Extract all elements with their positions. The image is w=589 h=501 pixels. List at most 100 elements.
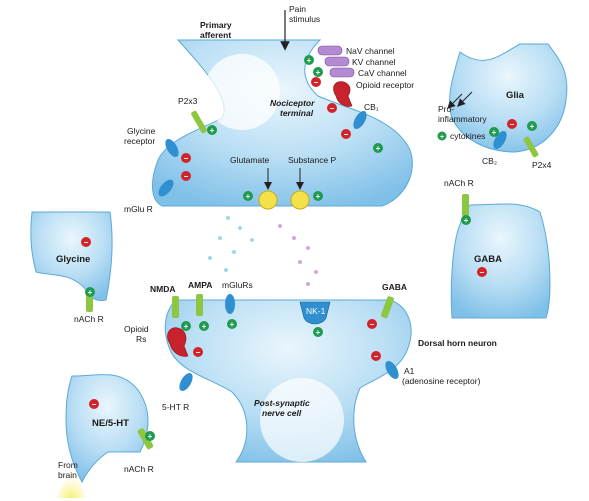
peptide-dot [314,270,318,274]
cytokine-legend-plus: + [437,131,447,141]
pro-inflammatory-label-line3: cytokines [450,131,485,141]
cb1-label: CB₁ [364,102,379,112]
plus-marker: + [207,125,217,135]
plus-marker: + [313,67,323,77]
nach-receptor-gaba [462,194,469,216]
primary-afferent-label-line2: afferent [200,30,231,40]
opioid-receptor-top [333,81,353,107]
minus-marker: − [81,237,91,247]
nach-r-gaba-label: nACh R [444,178,474,188]
minus-marker: − [371,351,381,361]
minus-marker: − [341,129,351,139]
transmitter-dot [232,250,236,254]
dorsal-horn-neuron-label: Dorsal horn neuron [418,338,497,348]
adenosine-receptor-label: (adenosine receptor) [402,376,481,386]
gaba-cell-label: GABA [474,254,502,265]
nk1-label: NK-1 [306,306,326,316]
plus-sign: + [316,192,321,201]
nav-channel-label: NaV channel [346,46,395,56]
plus-sign: + [184,322,189,331]
cav-channel-label: CaV channel [358,68,407,78]
cav-channel [329,67,355,78]
afferent-inner-hole [204,54,280,130]
plus-marker: + [199,321,209,331]
peptide-dot [298,260,302,264]
minus-marker: − [477,267,487,277]
arrows-layer [264,10,473,190]
a1-label: A1 [404,366,415,376]
peptide-dot [306,246,310,250]
post-synaptic-label-line2: nerve cell [262,408,302,418]
plus-marker: + [145,431,155,441]
plus-sign: + [307,56,312,65]
post-synaptic-label-line1: Post-synaptic [254,398,310,408]
nach-r-ne-label: nACh R [124,464,154,474]
glutamate-vesicle [258,190,278,210]
substance-p-vesicle [290,190,310,210]
ampa-receptor [196,294,203,316]
nociceptor-terminal-label-line1: Nociceptor [270,98,315,108]
cb2-receptor [493,130,507,150]
cytokine-arrow-1 [447,93,463,109]
transmitter-dot [238,226,242,230]
glycine-receptor-top [165,138,179,158]
cells-layer [30,39,568,484]
transmitter-dot [224,268,228,272]
glycine-cell-label: Glycine [56,254,90,265]
vesicles [208,190,318,286]
glycine-receptor-label-line1: Glycine [127,126,156,136]
plus-marker: + [85,287,95,297]
peptide-dot [292,236,296,240]
ne-5ht-label: NE/5-HT [92,418,129,429]
minus-marker: − [507,119,517,129]
plus-sign: + [148,432,153,441]
p2x4-receptor [523,136,539,158]
minus-sign: − [196,348,201,357]
plus-marker: + [461,215,471,225]
plus-sign: + [376,144,381,153]
mglu-r-label: mGlu R [124,204,153,214]
nav-channel [317,45,343,56]
plus-marker: + [181,321,191,331]
minus-marker: − [367,319,377,329]
transmitter-dot [250,238,254,242]
pain-stimulus-label-line2: stimulus [289,14,320,24]
minus-sign: − [510,120,515,129]
a1-receptor [385,360,399,380]
nociceptor-terminal-label-line2: terminal [280,108,314,118]
from-brain-glow [56,466,86,498]
opioid-rs-label-line2: Rs [136,334,146,344]
pro-inflammatory-label-line2: inflammatory [438,114,487,124]
kv-channel-label: KV channel [352,57,396,67]
released-peptide-dots [278,224,318,286]
minus-sign: − [480,268,485,277]
plus-marker: + [243,191,253,201]
minus-sign: − [92,400,97,409]
plus-sign: + [210,126,215,135]
minus-sign: − [84,238,89,247]
transmitter-dot [208,256,212,260]
mglurs-receptor [225,294,235,314]
peptide-dot [278,224,282,228]
glutamate-label: Glutamate [230,155,269,165]
minus-marker: − [181,171,191,181]
minus-sign: − [330,104,335,113]
nmda-label: NMDA [150,284,176,294]
minus-marker: − [327,103,337,113]
cytokine-arrow-2 [457,91,473,107]
transmitter-dot [218,236,222,240]
plus-sign: + [492,128,497,137]
gaba-receptor [380,296,394,319]
plus-sign: + [316,68,321,77]
plus-marker: + [313,191,323,201]
plus-sign: + [440,134,444,141]
plus-sign: + [230,320,235,329]
plus-sign: + [202,322,207,331]
ht5-receptor [179,372,193,392]
from-brain-label-line1: From [58,460,78,470]
ampa-label: AMPA [188,280,212,290]
nach-r-glycine-label: nACh R [74,314,104,324]
ion-channels [317,45,355,107]
primary-afferent-label-line1: Primary [200,20,232,30]
plus-marker: + [489,127,499,137]
